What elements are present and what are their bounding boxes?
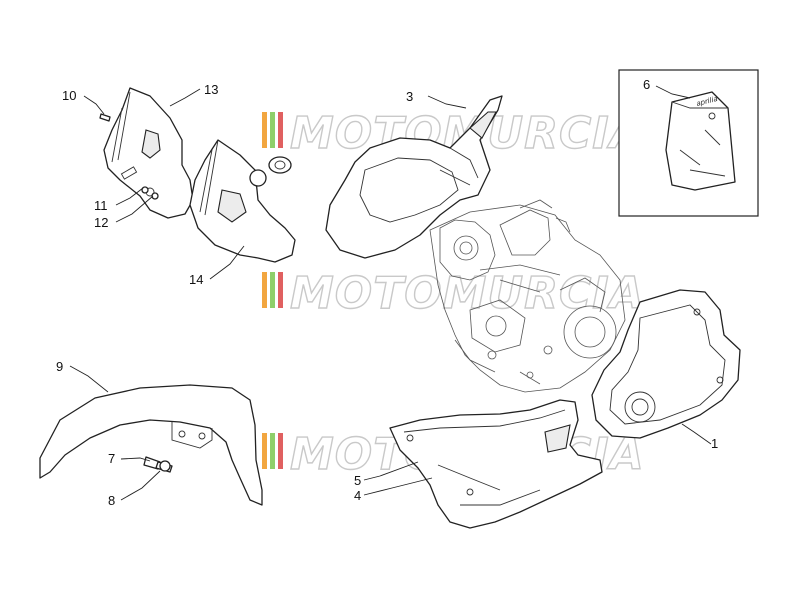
small-screws [99, 113, 159, 200]
callout-4: 4 [354, 488, 361, 503]
engine-block [429, 199, 626, 393]
part-1-side-cover [591, 289, 741, 439]
part-6-bag-box: aprilia [618, 69, 759, 217]
callout-14: 14 [189, 272, 203, 287]
part-3-cover [325, 95, 503, 259]
callout-8: 8 [108, 493, 115, 508]
part-7-bolt [143, 456, 173, 473]
callout-12: 12 [94, 215, 108, 230]
grommet [268, 156, 292, 174]
leader-lines [69, 85, 712, 501]
watermark-text: MOTOMURCIA [290, 268, 645, 319]
callout-3: 3 [406, 89, 413, 104]
part-9-mudguard [39, 384, 263, 506]
callout-10: 10 [62, 88, 76, 103]
callout-7: 7 [108, 451, 115, 466]
callout-9: 9 [56, 359, 63, 374]
callout-5: 5 [354, 473, 361, 488]
callout-1: 1 [711, 436, 718, 451]
callout-13: 13 [204, 82, 218, 97]
callout-6: 6 [643, 77, 650, 92]
callout-11: 11 [94, 198, 108, 213]
part-4-belly-pan [389, 399, 603, 529]
watermark-middle: MOTOMURCIA [262, 267, 645, 320]
part-14-side-panel [189, 139, 296, 263]
part-13-side-panel [103, 87, 194, 219]
